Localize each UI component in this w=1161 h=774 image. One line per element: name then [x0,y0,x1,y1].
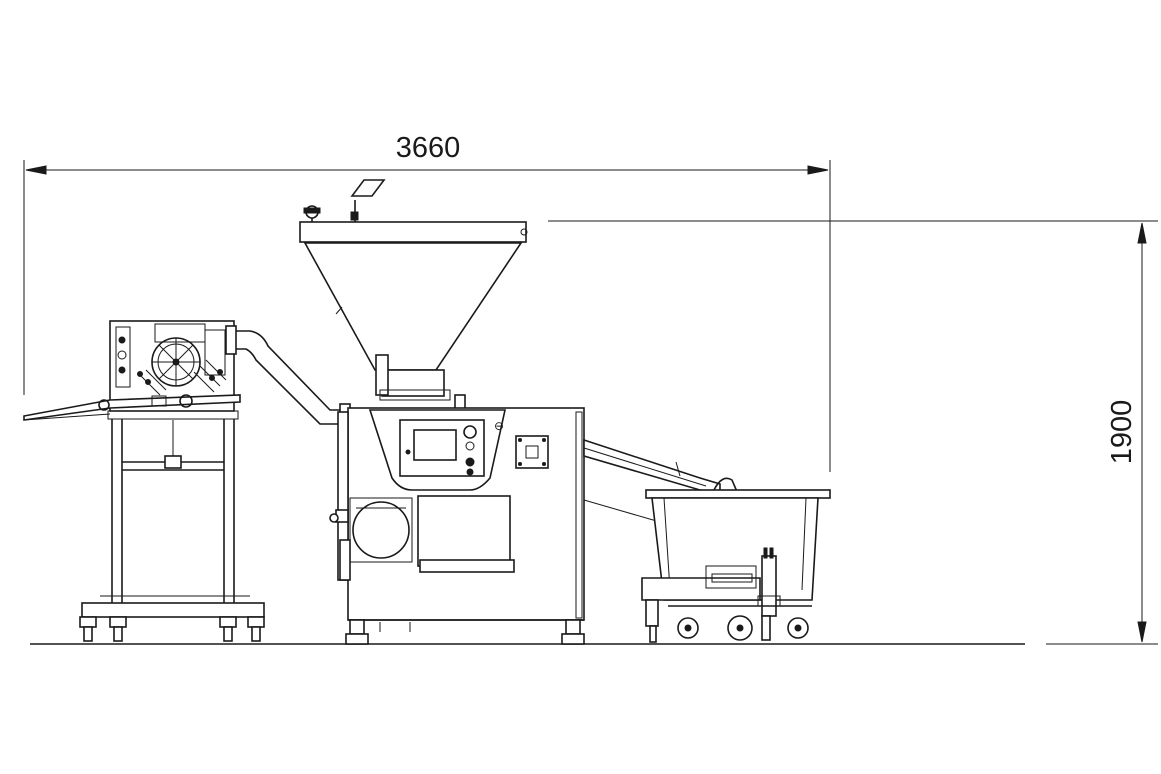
height-dimension: 1900 [548,220,1158,645]
height-dimension-label: 1900 [1106,400,1138,465]
vacuum-filler: ⊖ [299,179,585,645]
forming-unit [23,320,265,642]
width-dimension: 3660 [23,132,831,472]
transfer-tube [225,325,351,431]
meat-trolley [641,489,831,643]
width-dimension-label: 3660 [396,132,461,164]
svg-text:⊖: ⊖ [494,419,504,433]
